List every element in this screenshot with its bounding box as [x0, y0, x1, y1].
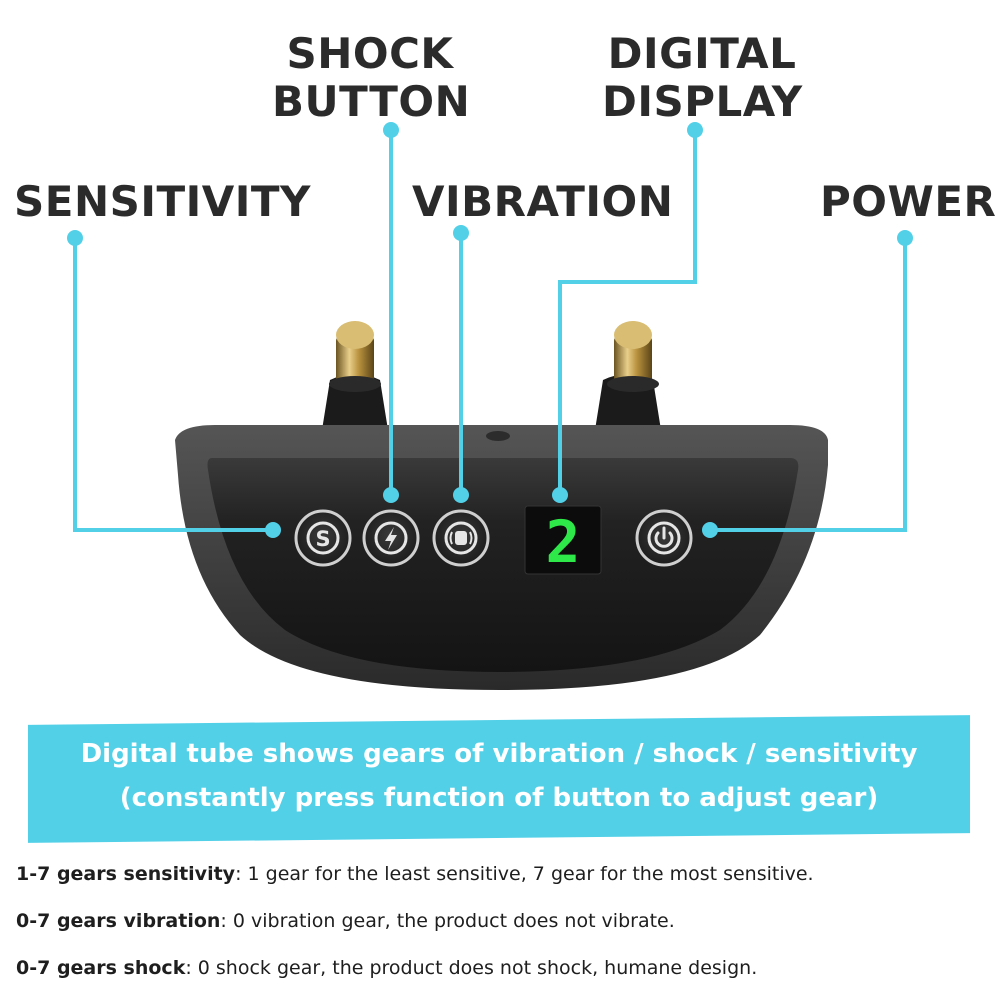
banner-line1: Digital tube shows gears of vibration / …: [80, 739, 918, 769]
info-banner-text: Digital tube shows gears of vibration / …: [28, 732, 970, 820]
display-label-line1: DIGITAL: [607, 29, 797, 78]
sensitivity-button[interactable]: S: [294, 509, 352, 567]
power-button[interactable]: [635, 509, 693, 567]
sensitivity-label-text: SENSITIVITY: [14, 177, 311, 226]
power-icon: [654, 526, 674, 548]
display-digit: 2: [546, 508, 581, 576]
note-shock-title: 0-7 gears shock: [16, 957, 186, 979]
sensitivity-label: SENSITIVITY: [14, 178, 311, 226]
callout-lines: [73, 130, 907, 532]
vibration-icon: [449, 531, 473, 545]
digital-display: 2: [524, 505, 602, 576]
right-prong: [595, 321, 661, 430]
digital-display-label: DIGITAL DISPLAY: [602, 30, 802, 126]
banner-line2: (constantly press function of button to …: [119, 783, 879, 813]
left-prong: [322, 321, 388, 430]
sensitivity-s-icon: [306, 521, 340, 555]
vibration-label: VIBRATION: [412, 178, 673, 226]
display-label-line2: DISPLAY: [602, 77, 803, 126]
lightning-icon: [385, 527, 397, 550]
note-vibration-title: 0-7 gears vibration: [16, 910, 221, 932]
vibration-button[interactable]: [432, 509, 490, 567]
note-vibration-text: : 0 vibration gear, the product does not…: [220, 910, 675, 932]
device-face: [207, 458, 799, 672]
shock-button[interactable]: [362, 509, 420, 567]
shock-label-line1: SHOCK: [286, 29, 454, 78]
note-vibration: 0-7 gears vibration: 0 vibration gear, t…: [16, 910, 675, 932]
power-label: POWER: [820, 178, 996, 226]
note-sensitivity-text: : 1 gear for the least sensitive, 7 gear…: [235, 863, 814, 885]
note-sensitivity: 1-7 gears sensitivity: 1 gear for the le…: [16, 863, 814, 885]
sensitivity-glyph: S: [315, 527, 330, 551]
shock-label-line2: BUTTON: [272, 77, 471, 126]
note-shock: 0-7 gears shock: 0 shock gear, the produ…: [16, 957, 757, 979]
shock-button-label: SHOCK BUTTON: [272, 29, 471, 126]
note-shock-text: : 0 shock gear, the product does not sho…: [185, 957, 758, 979]
note-sensitivity-title: 1-7 gears sensitivity: [16, 863, 236, 885]
vibration-label-text: VIBRATION: [412, 177, 674, 226]
callout-dots: [67, 122, 913, 538]
power-label-text: POWER: [820, 177, 997, 226]
